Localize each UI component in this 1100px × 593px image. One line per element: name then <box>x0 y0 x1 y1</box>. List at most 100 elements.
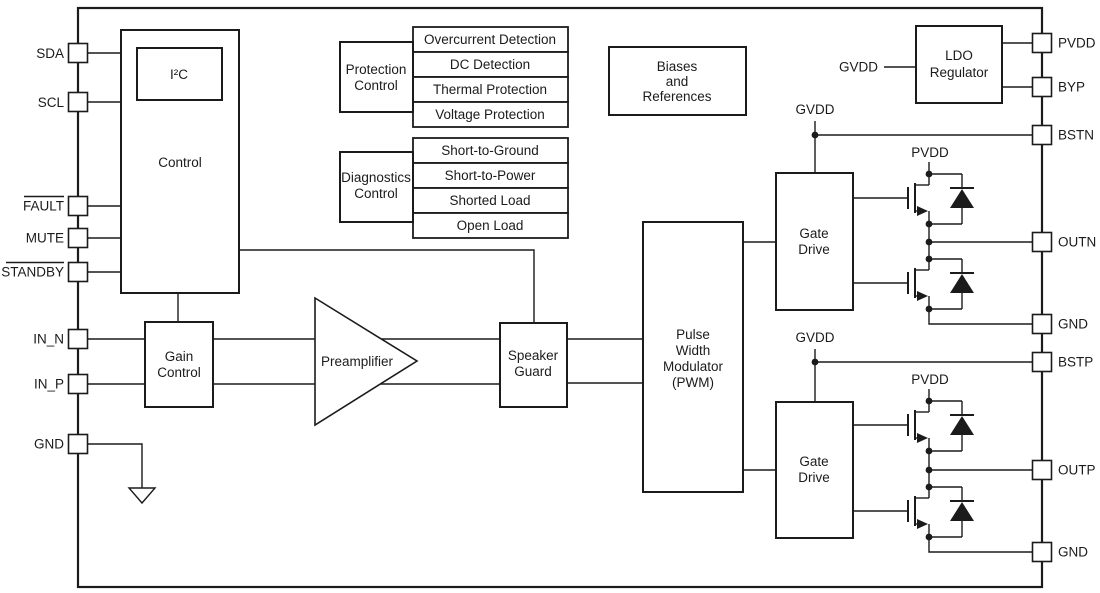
wire-control-to-speaker-guard <box>239 249 535 323</box>
pwm-label-4: (PWM) <box>672 375 714 390</box>
wire-gnd-outn <box>928 309 1033 325</box>
gate-drive-top-label-1: Gate <box>799 226 828 241</box>
diagnostics-item-label: Short-to-Power <box>445 168 536 183</box>
pvdd-top-label: PVDD <box>911 145 949 160</box>
protection-item-label: Thermal Protection <box>433 82 547 97</box>
pin-gnd-right-1 <box>1031 313 1053 335</box>
pin-label-gnd-right-2: GND <box>1058 545 1088 560</box>
protection-item-label: DC Detection <box>450 57 530 72</box>
speaker-guard-label-2: Guard <box>514 364 552 379</box>
pin-label-outp: OUTP <box>1058 463 1096 478</box>
gain-control-label-2: Control <box>157 365 201 380</box>
protection-row <box>412 101 569 128</box>
chip-boundary <box>76 6 1044 589</box>
diagnostics-control-label-1: Diagnostics <box>341 170 411 185</box>
pin-gnd-right-2 <box>1031 541 1053 563</box>
pin-label-bstn: BSTN <box>1058 128 1094 143</box>
pin-label-in-n: IN_N <box>33 332 64 347</box>
gate-drive-bottom-label-1: Gate <box>799 454 828 469</box>
pin-sda <box>67 42 89 64</box>
pin-gnd-left <box>67 433 89 455</box>
pin-label-sda: SDA <box>36 46 64 61</box>
wire-gnd-outp <box>928 537 1033 553</box>
biases-label-2: and <box>666 74 689 89</box>
diagnostics-row <box>412 187 569 214</box>
preamplifier-triangle <box>314 296 419 427</box>
left-pins <box>67 42 89 455</box>
lowside-fet-outp <box>852 482 975 542</box>
pin-bstn <box>1031 124 1053 146</box>
gate-drive-bottom-label-2: Drive <box>798 470 830 485</box>
wire-gnd-left <box>88 443 143 488</box>
highside-fet-outp <box>852 396 975 456</box>
diagnostics-control-label-2: Control <box>354 186 398 201</box>
pin-outp <box>1031 459 1053 481</box>
highside-fet-outn <box>852 169 975 229</box>
gain-control-label-1: Gain <box>165 349 194 364</box>
gvdd-bottom-label: GVDD <box>795 330 834 345</box>
gvdd-top-label: GVDD <box>795 102 834 117</box>
pin-outn <box>1031 231 1053 253</box>
diagnostics-item-label: Open Load <box>457 218 524 233</box>
gate-drive-bottom-block <box>775 401 854 539</box>
ldo-label-2: Regulator <box>930 65 989 80</box>
pin-label-pvdd: PVDD <box>1058 36 1096 51</box>
pin-label-gnd-left: GND <box>34 437 64 452</box>
preamplifier-label: Preamplifier <box>321 354 394 369</box>
ldo-regulator-block <box>915 25 1003 104</box>
protection-item-label: Voltage Protection <box>435 107 545 122</box>
diagnostics-control-block <box>339 151 414 223</box>
biases-label-3: References <box>642 89 711 104</box>
pwm-label-1: Pulse <box>676 327 710 342</box>
pin-scl <box>67 91 89 113</box>
pwm-block <box>642 221 744 493</box>
gate-drive-top-block <box>775 172 854 311</box>
gate-drive-top-label-2: Drive <box>798 242 830 257</box>
pin-byp <box>1031 76 1053 98</box>
right-pins <box>1031 32 1053 563</box>
protection-item-label: Overcurrent Detection <box>424 32 556 47</box>
junction-dot <box>811 358 819 366</box>
pin-label-scl: SCL <box>38 95 65 110</box>
left-pin-labels: SDA SCL FAULT MUTE STANDBY IN_N IN_P GND <box>1 46 64 452</box>
gain-control-block <box>144 321 214 408</box>
pin-label-outn: OUTN <box>1058 235 1096 250</box>
pin-label-mute: MUTE <box>26 231 64 246</box>
speaker-guard-block <box>499 322 568 408</box>
right-pin-labels: PVDD BYP BSTN OUTN GND BSTP OUTP GND <box>1058 36 1096 560</box>
pin-pvdd <box>1031 32 1053 54</box>
diagnostics-row <box>412 212 569 239</box>
pin-fault <box>67 195 89 217</box>
protection-rows <box>412 26 569 128</box>
pin-mute <box>67 227 89 249</box>
pin-bstp <box>1031 351 1053 373</box>
lowside-fet-outn <box>852 254 975 314</box>
protection-row <box>412 76 569 103</box>
i2c-label: I²C <box>170 67 188 82</box>
pin-label-in-p: IN_P <box>34 377 64 392</box>
pwm-label-3: Modulator <box>663 359 724 374</box>
biases-label-1: Biases <box>657 59 698 74</box>
pin-in-p <box>67 373 89 395</box>
pin-label-gnd-right-1: GND <box>1058 317 1088 332</box>
pwm-label-2: Width <box>676 343 711 358</box>
wires <box>88 42 1033 553</box>
pin-label-standby: STANDBY <box>1 265 64 280</box>
pin-label-byp: BYP <box>1058 80 1085 95</box>
gvdd-ldo-label: GVDD <box>839 60 878 75</box>
pin-label-fault: FAULT <box>23 199 64 214</box>
control-label: Control <box>158 155 202 170</box>
ldo-label-1: LDO <box>945 48 973 63</box>
protection-control-block <box>339 41 414 113</box>
protection-control-label-1: Protection <box>346 62 407 77</box>
pin-standby <box>67 261 89 283</box>
pin-label-bstp: BSTP <box>1058 355 1093 370</box>
protection-control-label-2: Control <box>354 78 398 93</box>
junction-dot <box>811 131 819 139</box>
ground-symbol <box>127 487 157 505</box>
speaker-guard-label-1: Speaker <box>508 348 559 363</box>
diagnostics-item-label: Shorted Load <box>449 193 530 208</box>
diagnostics-item-label: Short-to-Ground <box>441 143 539 158</box>
